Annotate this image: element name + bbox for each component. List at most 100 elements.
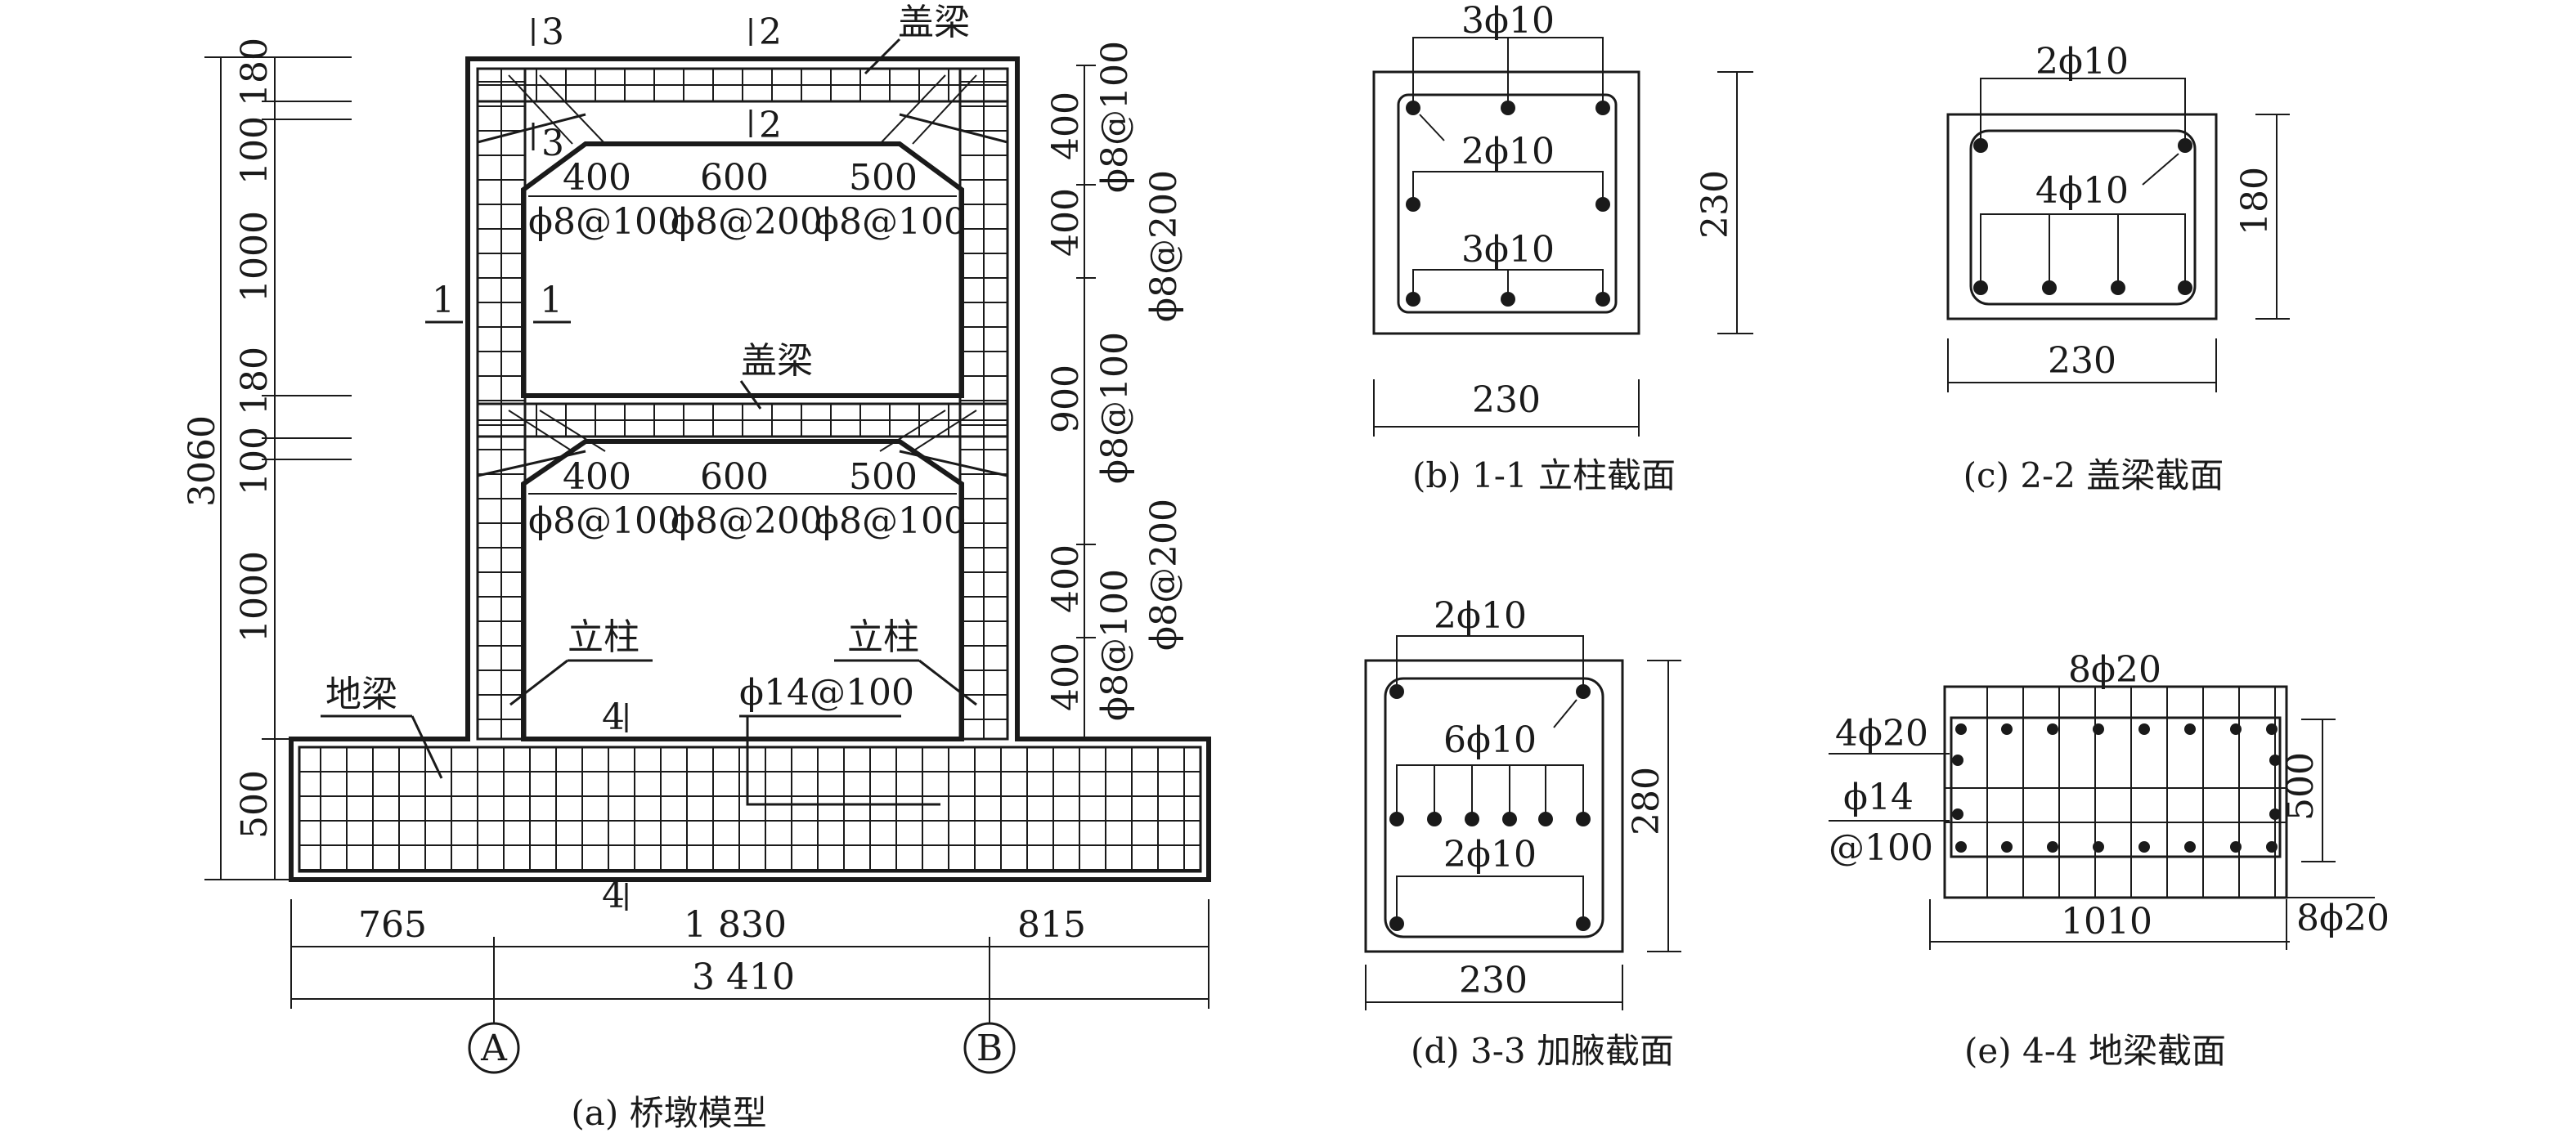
sec-e-rebar xyxy=(2047,841,2058,853)
upper-stirrup-2: ϕ8@200 xyxy=(671,201,823,243)
haunch-diagonal xyxy=(879,74,946,145)
sec-e-rebar xyxy=(2093,723,2104,735)
haunch-diagonal xyxy=(508,74,573,145)
lower-haunch-bar-left xyxy=(477,450,586,477)
sec-c-outline xyxy=(1946,113,2218,320)
sec-e-stirrup-a: ϕ14 xyxy=(1843,777,1914,818)
lower-span-2: 600 xyxy=(700,456,769,498)
left-dim-4: 180 xyxy=(234,347,276,415)
lower-span-3: 500 xyxy=(849,456,918,498)
sec-c-caption: (c) 2-2 盖梁截面 xyxy=(1963,455,2224,495)
axis-a-bubble xyxy=(468,1022,520,1074)
sec-b-hook xyxy=(1419,114,1445,141)
sec-c-top-leader xyxy=(1980,78,2186,146)
overall-height-label: 3060 xyxy=(182,415,223,507)
cap-beam-label-mid: 盖梁 xyxy=(741,340,813,382)
haunch-diagonal xyxy=(912,410,977,452)
sec-b-bot-bars: 3ϕ10 xyxy=(1461,229,1555,271)
sec-c-width: 230 xyxy=(2048,340,2116,382)
lower-opening xyxy=(521,439,964,741)
sec-b-mid-bars: 2ϕ10 xyxy=(1461,131,1555,172)
sec-e-stirrup-b: @100 xyxy=(1829,827,1933,869)
cap-beam-leader-top xyxy=(864,38,901,75)
cut-1-left-num: 1 xyxy=(432,280,455,321)
left-dim-1: 180 xyxy=(234,38,276,106)
sec-e-outline xyxy=(1943,685,2288,899)
ground-rebar-bar xyxy=(746,716,940,806)
right-stirrup-2: ϕ8@200 xyxy=(1143,170,1185,322)
right-dim-3: 900 xyxy=(1045,365,1087,433)
sec-e-rebar xyxy=(2093,841,2104,853)
right-stirrup-4: ϕ8@200 xyxy=(1143,499,1185,651)
sec-e-rebar xyxy=(2230,841,2242,853)
right-stirrup-3: ϕ8@100 xyxy=(1094,332,1136,484)
right-dim-1: 400 xyxy=(1045,92,1087,160)
sec-c-top-bars: 2ϕ10 xyxy=(2035,41,2129,83)
sec-c-bot-leader xyxy=(1980,213,2186,288)
section-b: 3ϕ10 2ϕ10 3ϕ10 230 230 (b) 1-1 立柱截面 xyxy=(1372,0,1753,495)
right-stirrup-5: ϕ8@100 xyxy=(1094,569,1136,721)
lower-haunch-bar-right xyxy=(899,450,1008,477)
sec-e-rebar xyxy=(1955,723,1967,735)
bottom-dim-1: 765 xyxy=(358,904,427,946)
left-dim-5: 100 xyxy=(234,427,276,495)
ground-beam-leader-2 xyxy=(411,715,443,779)
sec-d-top-leader xyxy=(1396,635,1584,692)
haunch-diagonal xyxy=(912,74,977,145)
sec-e-rebar xyxy=(2001,723,2013,735)
sec-e-height: 500 xyxy=(2280,752,2322,821)
sec-b-height: 230 xyxy=(1694,170,1736,239)
lower-span-1: 400 xyxy=(563,456,631,498)
sec-e-rebar xyxy=(2184,841,2196,853)
cut-2-bottom-num: 2 xyxy=(759,105,782,146)
sec-b-caption: (b) 1-1 立柱截面 xyxy=(1412,455,1676,495)
right-dim-5: 400 xyxy=(1045,643,1087,711)
upper-opening xyxy=(521,141,964,398)
sec-d-bot-leader xyxy=(1396,876,1584,924)
upper-stirrup-1: ϕ8@100 xyxy=(528,201,680,243)
haunch-diagonal xyxy=(879,410,946,452)
sec-e-rebar xyxy=(1955,841,1967,853)
column-label-left: 立柱 xyxy=(568,616,640,658)
sec-d-width: 230 xyxy=(1459,960,1528,1001)
section-d: 2ϕ10 6ϕ10 2ϕ10 280 230 (d) 3-3 加腋截面 xyxy=(1364,595,1681,1071)
sec-b-top-bars: 3ϕ10 xyxy=(1461,0,1555,42)
sec-e-side-rebar xyxy=(1952,808,1963,820)
cap-beam-label-top: 盖梁 xyxy=(898,2,970,43)
sec-e-width: 1010 xyxy=(2061,901,2152,943)
section-c: 2ϕ10 4ϕ10 180 230 (c) 2-2 盖梁截面 xyxy=(1946,41,2290,495)
sec-e-side-rebar xyxy=(1952,755,1963,766)
sec-e-side-rebar xyxy=(2269,808,2281,820)
sec-e-side-bars: 4ϕ20 xyxy=(1835,713,1928,755)
sec-c-bars xyxy=(1973,138,2192,295)
sec-c-bot-bars: 4ϕ10 xyxy=(2035,170,2129,212)
ground-beam-cover xyxy=(298,746,1202,873)
cut-2-top-num: 2 xyxy=(759,11,782,53)
sec-d-height: 280 xyxy=(1626,767,1667,835)
haunch-diagonal xyxy=(539,74,606,145)
axis-b-label: B xyxy=(976,1028,1003,1069)
sec-e-rebar xyxy=(2001,841,2013,853)
cut-3-top-num: 3 xyxy=(541,11,564,53)
column-leader-left xyxy=(509,659,568,706)
right-dim-ticks xyxy=(1076,65,1096,740)
sec-b-top-leader xyxy=(1412,37,1604,108)
upper-haunch-bar-right xyxy=(899,113,1008,144)
sec-d-hook xyxy=(1553,699,1577,728)
sec-d-outline xyxy=(1364,659,1624,953)
column-leader-right xyxy=(918,659,977,706)
sec-d-top-bars: 2ϕ10 xyxy=(1434,595,1527,637)
upper-span-2: 600 xyxy=(700,157,769,199)
left-dim-2: 100 xyxy=(234,116,276,185)
sec-d-mid-bars: 6ϕ10 xyxy=(1443,719,1537,761)
sec-e-caption: (e) 4-4 地梁截面 xyxy=(1964,1031,2226,1071)
bottom-dim-2: 1 830 xyxy=(684,904,787,946)
pier-elevation: 盖梁 盖梁 立柱 立柱 地梁 ϕ14@100 3 3 2 2 1 1 4 4 xyxy=(182,2,1211,1133)
sec-c-height: 180 xyxy=(2234,167,2276,235)
upper-stirrup-3: ϕ8@100 xyxy=(815,201,967,243)
axis-b-bubble xyxy=(963,1022,1016,1074)
sec-b-mid-leader xyxy=(1412,171,1604,204)
column-label-right: 立柱 xyxy=(847,616,919,658)
sec-e-rebar xyxy=(2047,723,2058,735)
sec-e-rebar xyxy=(2138,723,2150,735)
